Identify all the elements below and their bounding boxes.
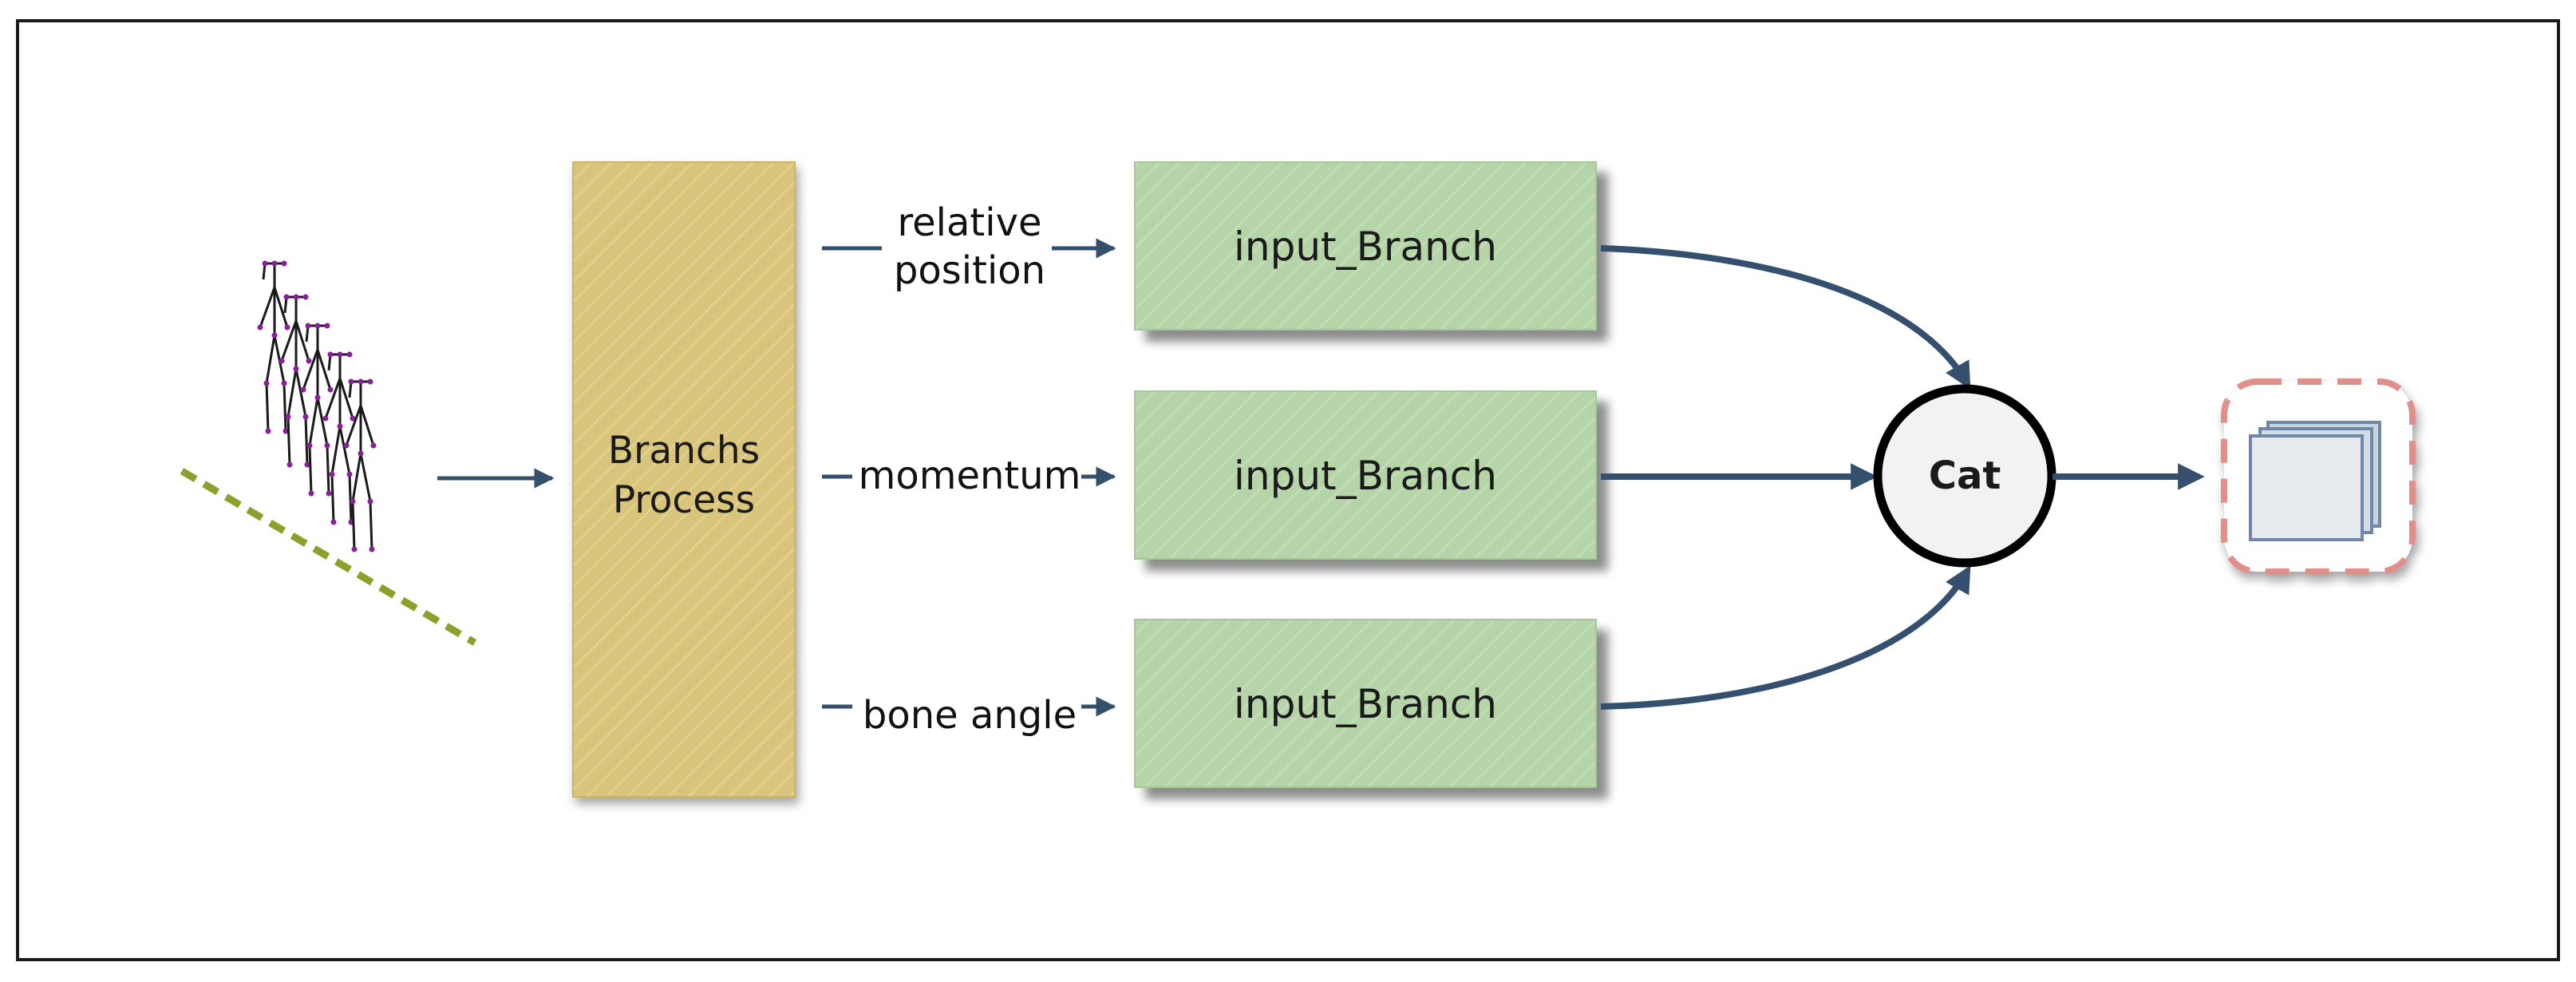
input-branch-box-1 bbox=[1134, 161, 1597, 331]
ground-line bbox=[180, 468, 477, 646]
input-branch-label-3: input_Branch bbox=[1234, 681, 1497, 727]
skeleton-figure bbox=[279, 294, 312, 468]
branch-1-to-cat-arrow bbox=[1600, 245, 1971, 390]
branch-3-to-cat-arrow bbox=[1600, 565, 1971, 710]
feature-stack-icon bbox=[2221, 378, 2416, 575]
concat-node: Cat bbox=[1873, 384, 2056, 568]
branch-1-label-line2: position bbox=[894, 248, 1045, 293]
input-branch-box-2 bbox=[1134, 390, 1597, 560]
branch-momentum: momentum input_Branch bbox=[822, 390, 1597, 560]
branch-process-label-line2: Process bbox=[613, 478, 755, 522]
branch-2-label: momentum bbox=[859, 453, 1081, 498]
branch-1-label-line1: relative bbox=[897, 200, 1041, 245]
branch-3-label: bone angle bbox=[863, 693, 1077, 738]
branch-process-label-line1: Branchs bbox=[608, 429, 760, 473]
skeleton-figure bbox=[322, 351, 356, 525]
input-branch-box-3 bbox=[1134, 619, 1597, 788]
input-branch-label-1: input_Branch bbox=[1234, 224, 1497, 270]
feature-map-front bbox=[2249, 434, 2364, 541]
concat-circle bbox=[1873, 384, 2056, 568]
input-branch-label-2: input_Branch bbox=[1234, 453, 1497, 499]
skeleton-figures bbox=[257, 260, 377, 552]
skeleton-sequence-icon bbox=[180, 260, 477, 646]
skeleton-figure bbox=[343, 378, 377, 552]
branch-process-rect bbox=[572, 161, 796, 798]
branch-process-box: Branchs Process bbox=[572, 161, 796, 798]
skeleton-figure bbox=[257, 260, 290, 434]
branch-bone-angle: bone angle input_Branch bbox=[822, 619, 1597, 788]
branch-relative-position: relative position input_Branch bbox=[822, 161, 1597, 331]
concat-label: Cat bbox=[1929, 453, 2001, 498]
skeleton-figure bbox=[300, 323, 334, 497]
